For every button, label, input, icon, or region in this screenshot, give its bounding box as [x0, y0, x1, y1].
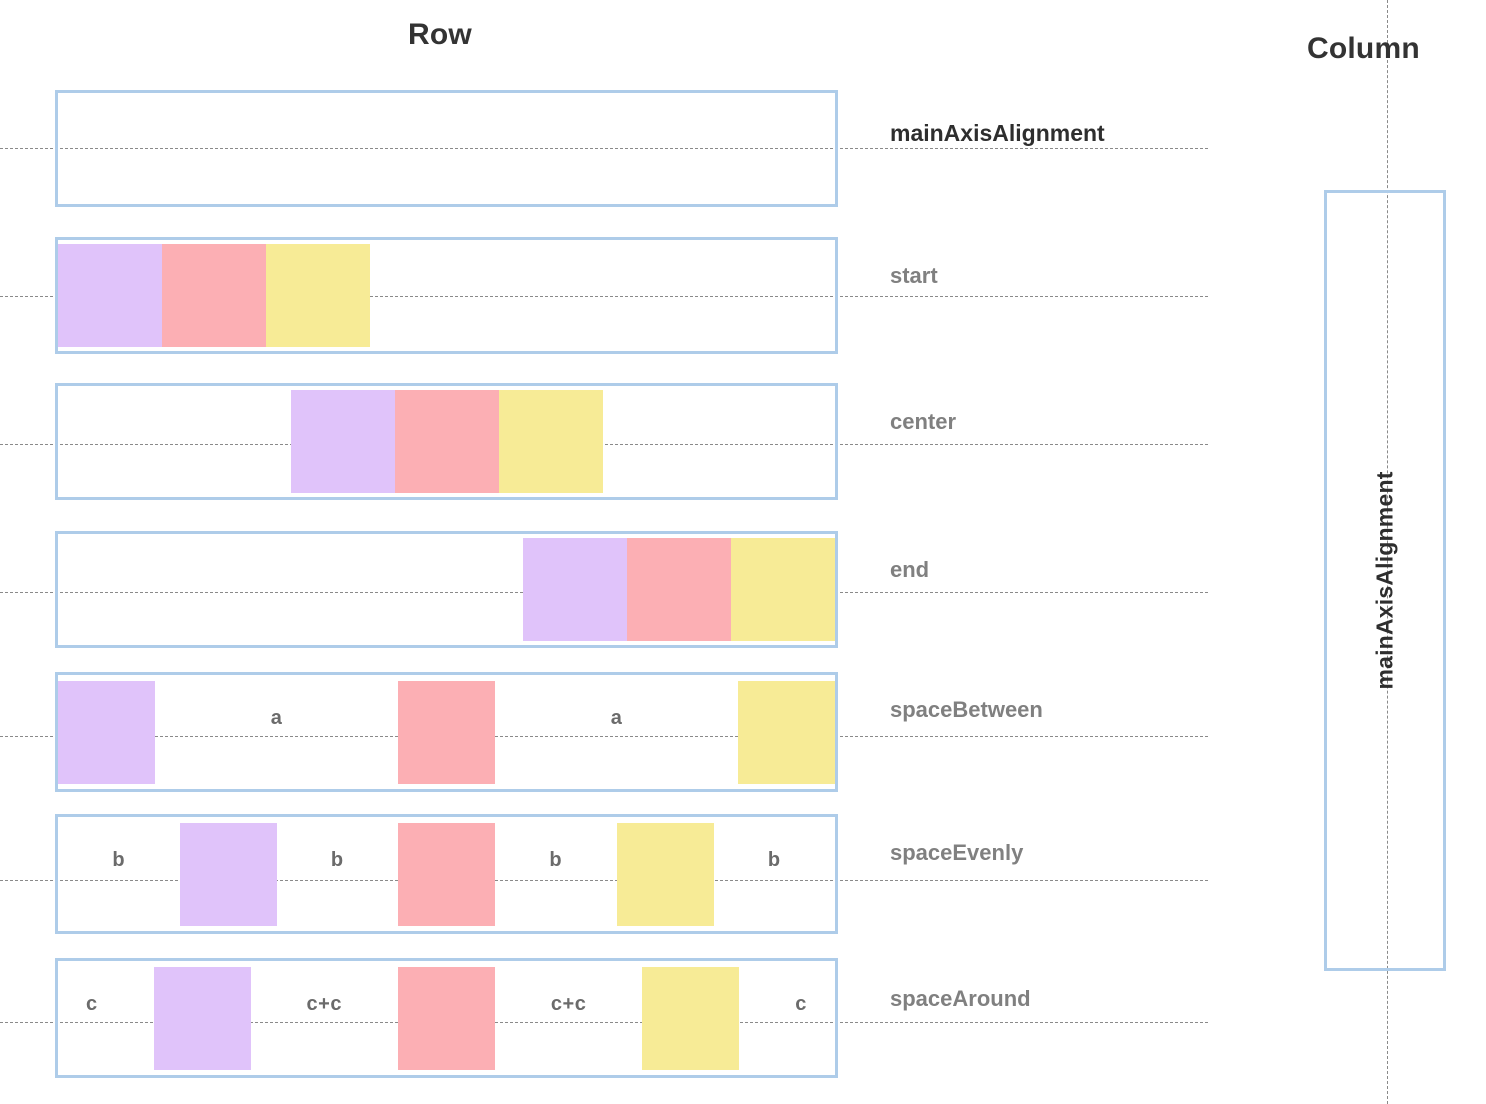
swatch-purple[interactable] [58, 244, 162, 347]
swatch-yellow[interactable] [498, 390, 603, 493]
swatch-purple[interactable] [153, 966, 251, 1070]
guide-line-spacearound [0, 1022, 1208, 1023]
row-label-spacebetween: spaceBetween [890, 697, 1043, 722]
column-container[interactable]: mainAxisAlignment [1324, 190, 1446, 971]
swatch-pink[interactable] [162, 244, 266, 347]
row-label-header: mainAxisAlignment [890, 120, 1105, 146]
guide-line-center [0, 444, 1208, 445]
row-items-start [58, 240, 835, 351]
row-container-header[interactable] [55, 90, 838, 207]
swatch-pink[interactable] [394, 390, 499, 493]
row-items-center [58, 386, 835, 497]
gap-label-b-3: b [549, 848, 563, 871]
swatch-yellow[interactable] [642, 966, 740, 1070]
column-section-title: Column [1307, 32, 1420, 65]
swatch-yellow[interactable] [738, 680, 835, 784]
row-container-start[interactable] [55, 237, 838, 354]
swatch-purple[interactable] [523, 538, 627, 641]
gap-label-b-4: b [767, 848, 781, 871]
swatch-pink[interactable] [398, 822, 495, 926]
row-label-start: start [890, 263, 938, 288]
guide-line-header [0, 148, 1208, 149]
row-items-spaceevenly: b b b b [58, 817, 835, 931]
row-container-end[interactable] [55, 531, 838, 648]
row-items-spacebetween: a a [58, 675, 835, 789]
row-container-center[interactable] [55, 383, 838, 500]
guide-line-spacebetween [0, 736, 1208, 737]
swatch-purple[interactable] [179, 822, 277, 926]
row-container-spacearound[interactable]: c c+c c+c c [55, 958, 838, 1078]
swatch-pink[interactable] [627, 538, 731, 641]
row-items-spacearound: c c+c c+c c [58, 961, 835, 1075]
gap-label-c-1: c [85, 992, 98, 1015]
gap-label-c-2: c+c [306, 992, 342, 1015]
gap-label-c-4: c [795, 992, 807, 1015]
row-container-spaceevenly[interactable]: b b b b [55, 814, 838, 934]
row-items-header [58, 93, 835, 204]
swatch-purple[interactable] [58, 680, 155, 784]
row-label-spaceevenly: spaceEvenly [890, 840, 1024, 865]
swatch-pink[interactable] [398, 680, 495, 784]
guide-line-spaceevenly [0, 880, 1208, 881]
gap-label-b-2: b [330, 848, 344, 871]
gap-label-a-1: a [270, 706, 283, 729]
row-section-title: Row [408, 18, 472, 51]
swatch-yellow[interactable] [731, 538, 835, 641]
gap-label-a-2: a [610, 706, 623, 729]
column-axis-label: mainAxisAlignment [1371, 471, 1398, 690]
gap-label-b-1: b [112, 848, 126, 871]
swatch-yellow[interactable] [266, 244, 370, 347]
swatch-purple[interactable] [290, 390, 395, 493]
row-label-end: end [890, 557, 930, 582]
guide-line-start [0, 296, 1208, 297]
swatch-yellow[interactable] [616, 822, 714, 926]
vertical-guide-line [1387, 0, 1388, 1104]
row-label-spacearound: spaceAround [890, 986, 1031, 1011]
row-items-end [58, 534, 835, 645]
row-container-spacebetween[interactable]: a a [55, 672, 838, 792]
swatch-pink[interactable] [397, 966, 495, 1070]
gap-label-c-3: c+c [550, 992, 587, 1015]
row-label-center: center [890, 409, 957, 434]
